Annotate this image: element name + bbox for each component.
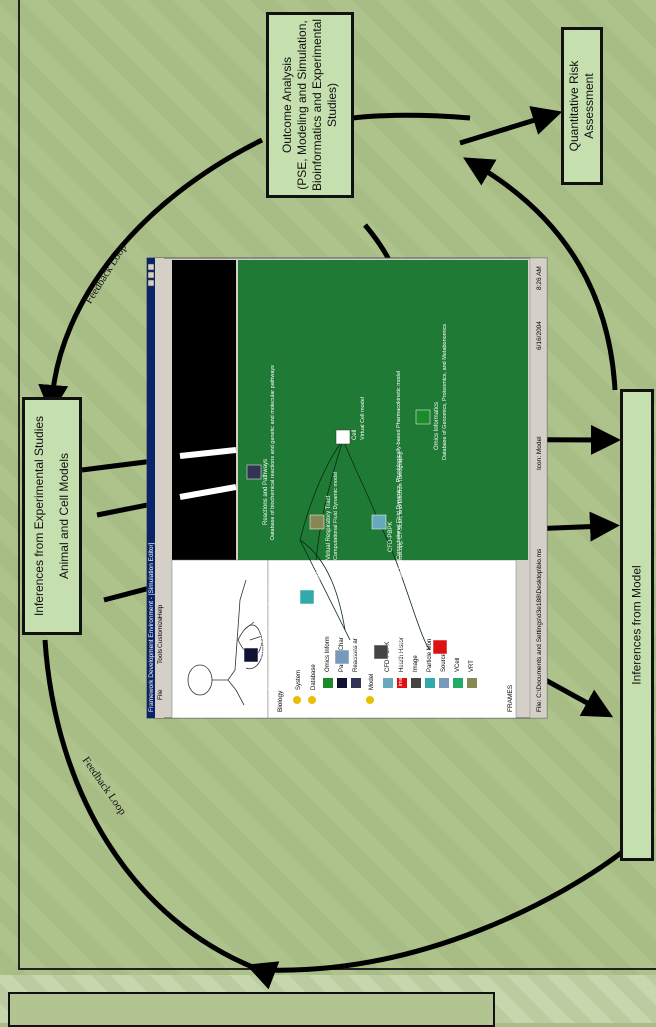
arrow-highlight-1 (180, 450, 236, 456)
arrow-highlight-2 (180, 487, 236, 497)
